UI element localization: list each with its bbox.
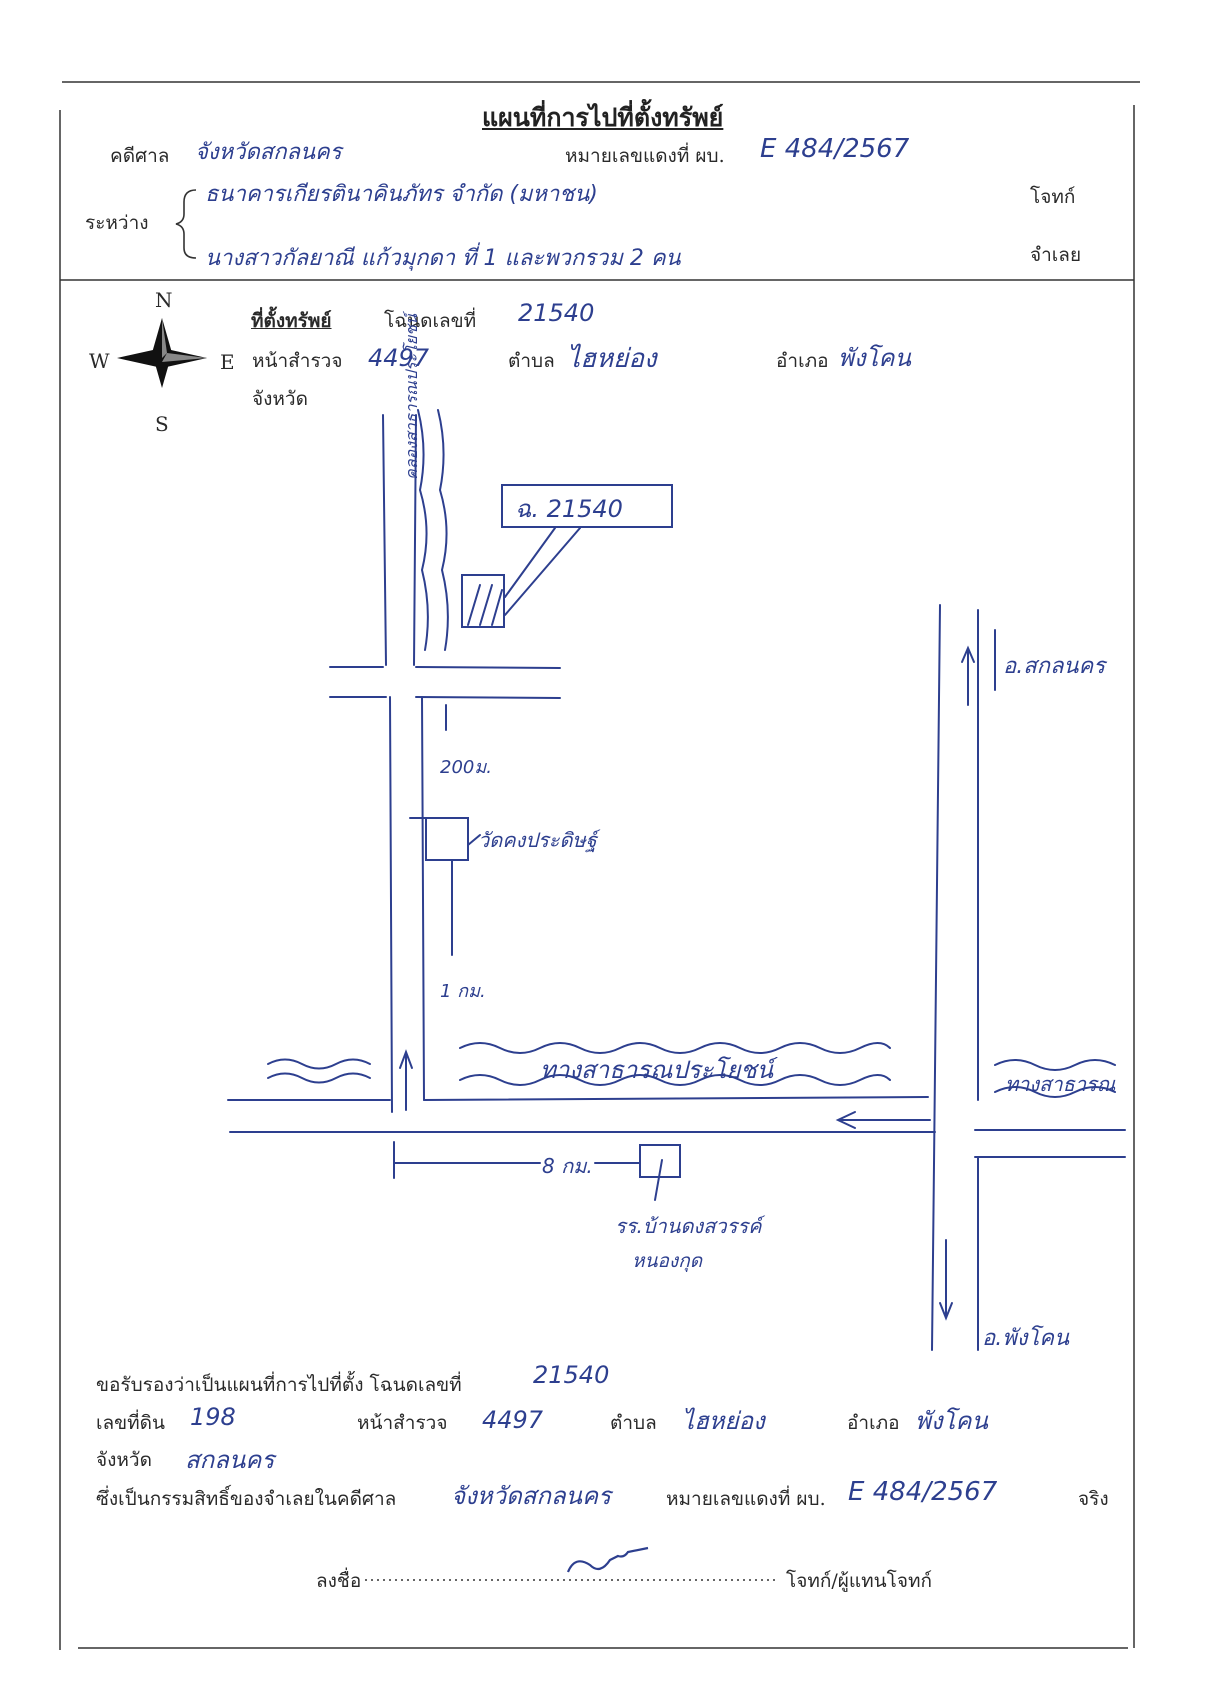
- deed-label: โฉนดเลขที่: [384, 310, 477, 332]
- compass-s: S: [155, 412, 169, 436]
- case-no-label: หมายเลขแดงที่ ผบ.: [565, 145, 725, 167]
- distance-200m: 200ม.: [440, 757, 492, 778]
- distance-8km: 8 กม.: [542, 1154, 593, 1178]
- public-way-label: ทางสาธารณประโยชน์: [540, 1056, 774, 1084]
- cert-case-no-label: หมายเลขแดงที่ ผบ.: [666, 1488, 826, 1510]
- survey-label: หน้าสำรวจ: [252, 350, 343, 372]
- cert-line1-label: ขอรับรองว่าเป็นแผนที่การไปที่ตั้ง โฉนดเล…: [96, 1374, 462, 1396]
- land-no: 198: [190, 1403, 236, 1431]
- property-header: ที่ตั้งทรัพย์: [251, 310, 332, 332]
- public-way-right: ทางสาธารณ: [1005, 1072, 1116, 1096]
- plaintiff-name: ธนาคารเกียรตินาคินภัทร จำกัด (มหาชน): [205, 182, 598, 207]
- cert-court-name: จังหวัดสกลนคร: [451, 1482, 611, 1510]
- to-phangkhon: อ.พังโคน: [982, 1326, 1070, 1351]
- case-no: E 484/2567: [760, 134, 910, 164]
- compass-n: N: [155, 288, 173, 312]
- district: พังโคน: [838, 344, 911, 372]
- cert-survey-no: 4497: [482, 1406, 544, 1434]
- subdistrict-label: ตำบล: [508, 350, 555, 372]
- deed-no: 21540: [518, 299, 595, 327]
- province-label: จังหวัด: [252, 388, 308, 410]
- district-label: อำเภอ: [776, 350, 829, 372]
- plaintiff-role: โจทก์: [1030, 186, 1076, 208]
- school-label: รร.บ้านดงสวรรค์: [615, 1214, 762, 1238]
- owner-label: ซึ่งเป็นกรรมสิทธิ์ของจำเลยในคดีศาล: [96, 1488, 397, 1510]
- land-no-label: เลขที่ดิน: [96, 1412, 165, 1434]
- page-title: แผนที่การไปที่ตั้งทรัพย์: [482, 103, 724, 132]
- between-label: ระหว่าง: [85, 212, 149, 234]
- sign-role: โจทก์/ผู้แทนโจทก์: [786, 1570, 933, 1592]
- cert-district: พังโคน: [915, 1407, 988, 1435]
- cert-subdistrict: ไฮหย่อง: [682, 1407, 765, 1435]
- signature-icon: [566, 1546, 649, 1573]
- survey-no: 4497: [368, 344, 430, 372]
- true-label: จริง: [1078, 1488, 1109, 1510]
- deed-box-label: ฉ. 21540: [515, 495, 623, 523]
- court-name: จังหวัดสกลนคร: [195, 140, 342, 165]
- defendant-name: นางสาวกัลยาณี แก้วมุกดา ที่ 1 และพวกรวม …: [205, 246, 681, 271]
- court-label: คดีศาล: [110, 145, 170, 167]
- subdistrict: ไฮหย่อง: [567, 344, 657, 374]
- cert-province: สกลนคร: [185, 1446, 275, 1474]
- defendant-role: จำเลย: [1030, 244, 1082, 266]
- cert-case-no: E 484/2567: [848, 1477, 998, 1507]
- to-sakon: อ.สกลนคร: [1003, 654, 1106, 679]
- school-sublabel: หนองกุด: [632, 1250, 703, 1272]
- compass-w: W: [89, 349, 110, 373]
- compass-e: E: [220, 350, 235, 374]
- distance-1km: 1 กม.: [440, 981, 486, 1002]
- sign-label: ลงชื่อ: [316, 1570, 362, 1592]
- cert-survey-label: หน้าสำรวจ: [357, 1412, 448, 1434]
- landmark-temple: วัดคงประดิษฐ์: [478, 828, 597, 852]
- cert-district-label: อำเภอ: [847, 1412, 900, 1434]
- cert-subdistrict-label: ตำบล: [610, 1412, 657, 1434]
- cert-deed-no: 21540: [533, 1361, 610, 1389]
- cert-province-label: จังหวัด: [96, 1449, 152, 1471]
